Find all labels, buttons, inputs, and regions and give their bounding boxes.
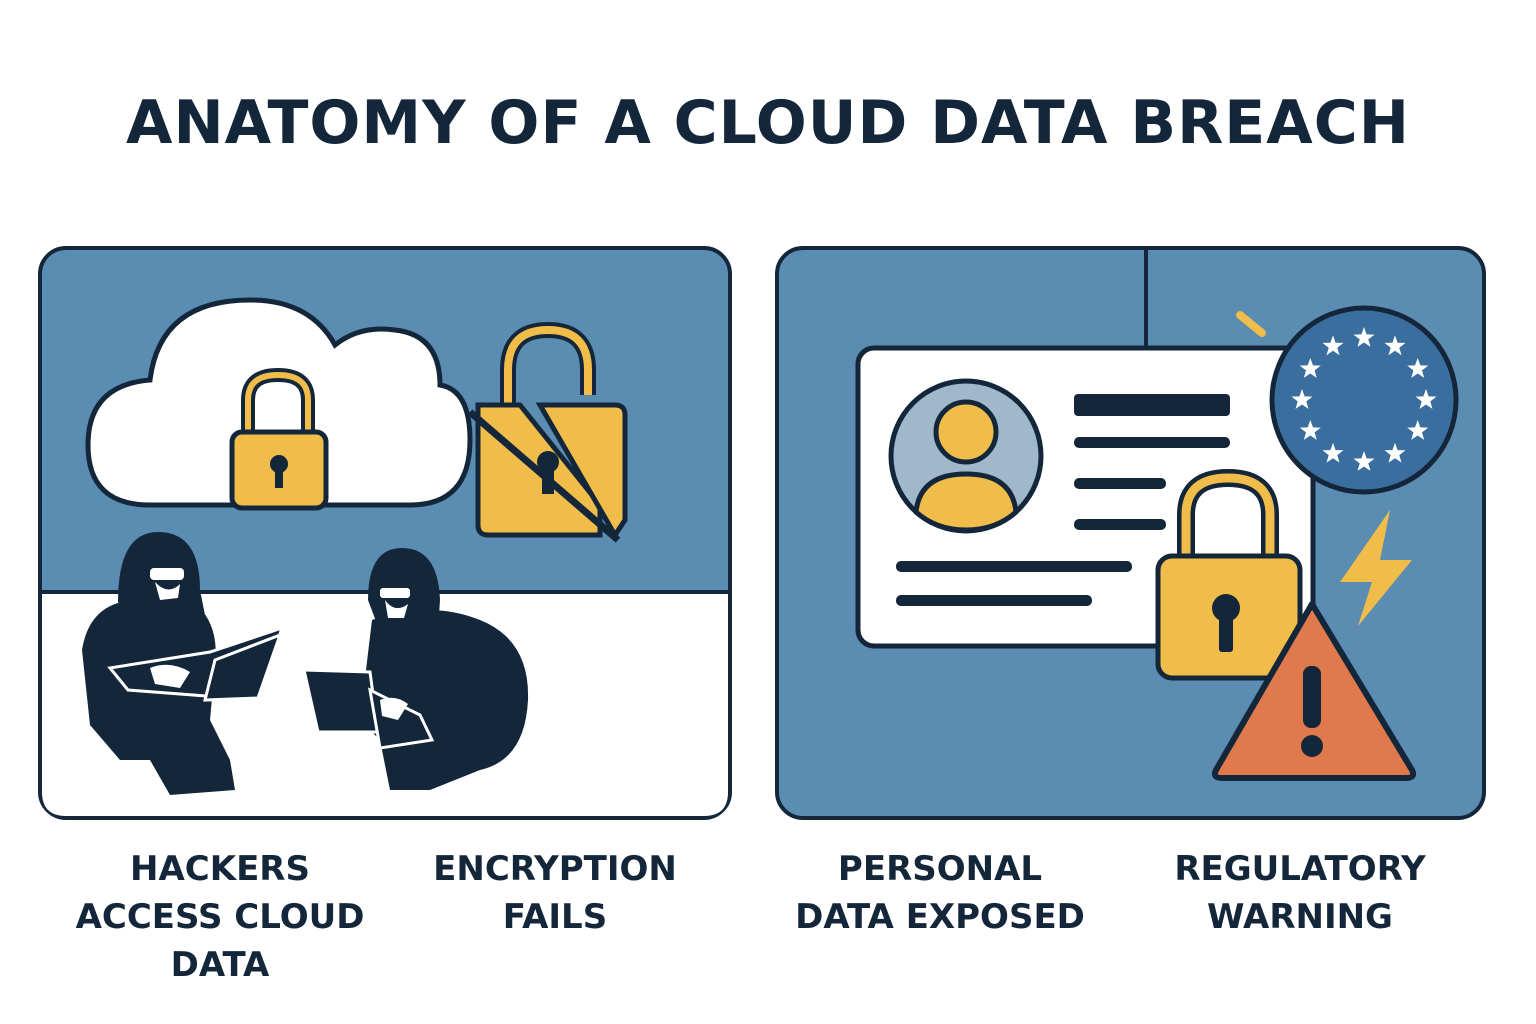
eu-star-icon (1299, 420, 1321, 440)
caption-line: DATA EXPOSED (795, 897, 1085, 937)
padlock-icon (229, 367, 329, 511)
caption-line: ACCESS CLOUD (75, 897, 365, 937)
caption-encryption-fails: ENCRYPTION FAILS (395, 845, 715, 941)
padlock-icon (1155, 468, 1303, 681)
eu-flag-icon (1236, 305, 1459, 495)
caption-line: FAILS (502, 897, 608, 937)
eu-star-icon (1384, 335, 1406, 356)
laptop-icon (302, 668, 435, 750)
left-panel (38, 246, 732, 820)
page-title: ANATOMY OF A CLOUD DATA BREACH (126, 88, 1410, 158)
caption-line: PERSONAL (837, 849, 1043, 889)
eu-star-icon (1299, 358, 1321, 378)
cloud-icon (85, 297, 473, 508)
eu-star-icon (1384, 442, 1406, 463)
caption-line: WARNING (1207, 897, 1393, 937)
eu-star-icon (1322, 442, 1344, 463)
caption-personal-data-exposed: PERSONAL DATA EXPOSED (770, 845, 1110, 941)
avatar-icon (888, 378, 1044, 534)
caption-regulatory-warning: REGULATORY WARNING (1130, 845, 1470, 941)
eu-star-icon (1407, 420, 1429, 440)
hacker-figure-icon (82, 532, 235, 795)
eu-star-icon (1407, 358, 1429, 378)
caption-line: HACKERS (130, 849, 310, 889)
eu-star-icon (1415, 389, 1437, 409)
broken-padlock-icon (467, 321, 628, 543)
caption-hackers-access-cloud-data: HACKERS ACCESS CLOUD DATA (40, 845, 400, 989)
eu-star-icon (1322, 335, 1344, 356)
eu-star-icon (1353, 327, 1375, 347)
lightning-icon (1340, 510, 1412, 626)
caption-line: REGULATORY (1174, 849, 1426, 889)
caption-line: DATA (170, 945, 270, 985)
caption-line: ENCRYPTION (433, 849, 677, 889)
eu-star-icon (1353, 451, 1375, 471)
laptop-icon (107, 625, 285, 702)
warning-triangle-icon (1211, 601, 1417, 781)
right-panel (775, 246, 1486, 820)
eu-star-icon (1291, 389, 1313, 409)
